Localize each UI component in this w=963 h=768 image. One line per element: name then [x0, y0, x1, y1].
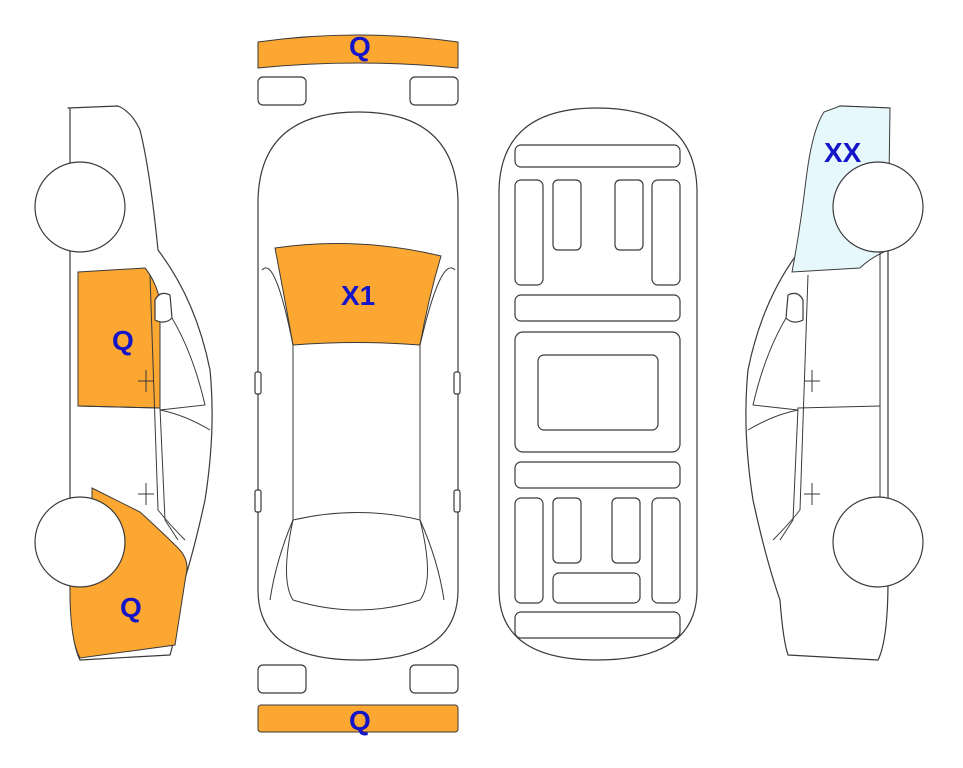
underside-mid-bar-2: [514, 461, 681, 489]
front-light-left: [257, 76, 307, 106]
underside-front-right-inner: [614, 179, 644, 251]
windshield-label: X1: [341, 280, 375, 311]
left-rear-wheel: [34, 496, 126, 588]
top-view: Q X1 Q: [254, 31, 461, 736]
rear-bumper-panel: [257, 704, 459, 733]
left-front-door-panel: [77, 267, 161, 409]
underside-view: [498, 107, 698, 661]
top-side-line-left: [261, 267, 294, 601]
top-handle-left: [254, 489, 262, 513]
right-rear-wheel: [832, 496, 924, 588]
right-door-line-2: [772, 274, 809, 541]
underside-front-crossmember: [514, 144, 681, 168]
top-handle-right: [453, 489, 461, 513]
left-door-line-3: [159, 409, 211, 431]
left-side-view: Q Q: [34, 105, 213, 661]
underside-rear-left-inner: [552, 497, 582, 564]
right-door-line-1: [779, 405, 881, 541]
underside-rear-right-inner: [611, 497, 641, 564]
top-mirror-right: [453, 371, 461, 395]
left-front-wheel: [34, 161, 126, 253]
underside-rear-left-rail: [514, 497, 544, 604]
top-side-line-right: [419, 267, 456, 601]
left-front-door-label: Q: [112, 325, 134, 356]
underside-mid-bar-1: [514, 294, 681, 322]
left-mirror: [154, 292, 173, 323]
right-door-line-3: [747, 409, 799, 431]
underside-rear-tank: [552, 572, 641, 604]
top-mirror-left: [254, 371, 262, 395]
front-bumper-label: Q: [349, 31, 371, 62]
front-light-right: [409, 76, 459, 106]
right-front-fender-label: XX: [824, 137, 862, 168]
top-body-outline: [257, 111, 459, 661]
rear-bumper-label: Q: [349, 705, 371, 736]
underside-center-panel: [537, 354, 659, 431]
underside-rear-right-rail: [651, 497, 681, 604]
right-mirror: [785, 292, 804, 323]
left-rear-quarter-label: Q: [120, 592, 142, 623]
rear-window-line: [286, 512, 428, 611]
rear-light-right: [409, 664, 459, 694]
left-door-line-2: [149, 274, 186, 541]
right-side-view: XX: [745, 105, 924, 661]
underside-front-right-rail: [651, 179, 681, 286]
front-bumper-panel: [257, 34, 459, 69]
left-door-line-1: [77, 405, 179, 541]
rear-light-left: [257, 664, 307, 694]
underside-front-left-rail: [514, 179, 544, 286]
right-front-wheel: [832, 161, 924, 253]
underside-front-left-inner: [552, 179, 582, 251]
underside-rear-crossmember: [514, 611, 681, 639]
